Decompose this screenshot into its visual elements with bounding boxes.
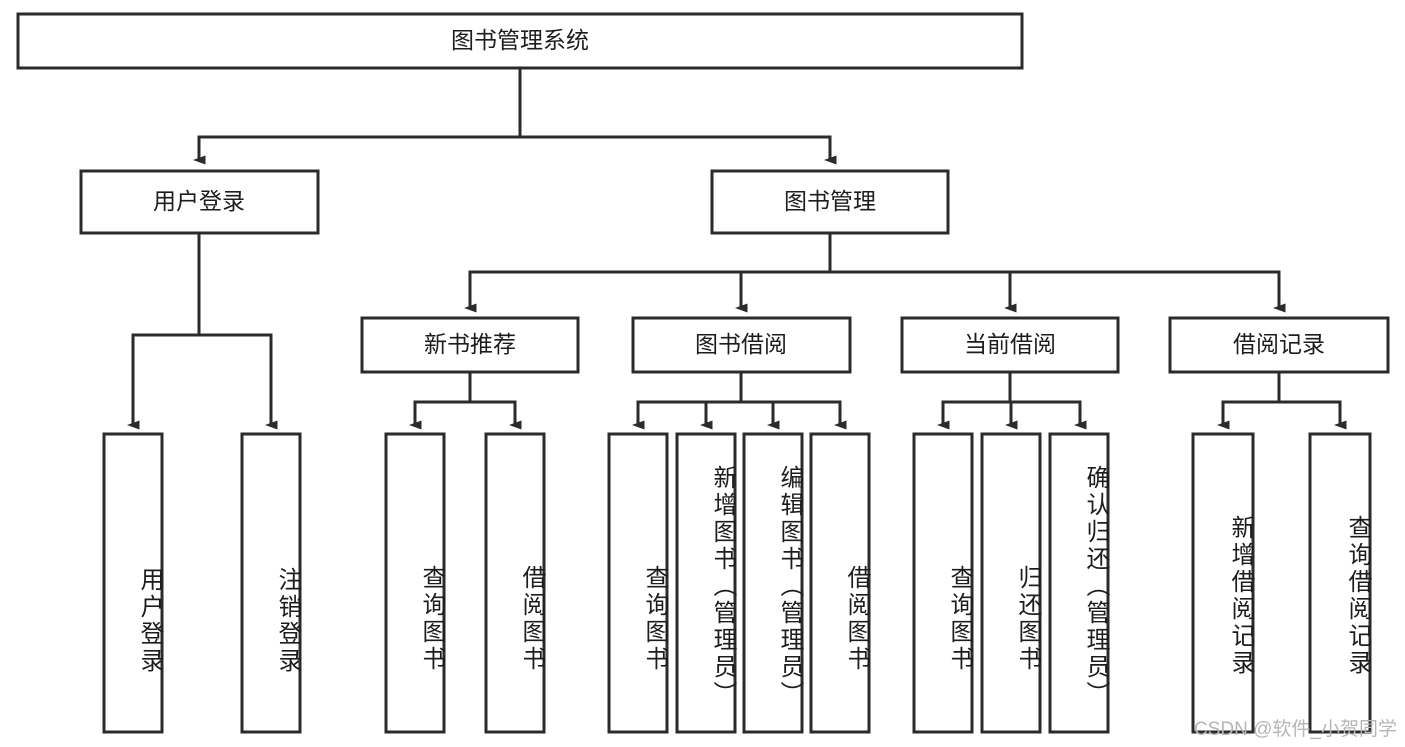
node-box-leaf-query-book-3[interactable] — [912, 432, 974, 734]
node-box-leaf-borrow-book-2[interactable] — [809, 432, 871, 734]
node-box-current-borrow[interactable] — [900, 316, 1120, 374]
node-box-leaf-query-record[interactable] — [1308, 432, 1372, 734]
node-label-root: 图书管理系统 — [451, 27, 589, 53]
connector-layer — [127, 66, 1347, 430]
node-label-new-book-recommend: 新书推荐 — [424, 331, 516, 357]
watermark-text: CSDN @软件_小贺同学 — [1194, 719, 1397, 740]
node-box-leaf-add-book[interactable] — [675, 432, 737, 734]
node-box-root[interactable] — [16, 12, 1024, 70]
node-box-leaf-borrow-book-1[interactable] — [484, 432, 546, 734]
node-box-user-login[interactable] — [79, 169, 320, 235]
node-box-leaf-query-book-1[interactable] — [384, 432, 446, 734]
node-label-user-login: 用户登录 — [153, 188, 245, 214]
node-label-current-borrow: 当前借阅 — [964, 331, 1056, 357]
node-box-new-book-recommend[interactable] — [360, 316, 580, 374]
node-box-leaf-user-logout[interactable] — [240, 432, 302, 734]
node-label-book-borrow: 图书借阅 — [695, 331, 787, 357]
node-box-borrow-record[interactable] — [1168, 316, 1390, 374]
node-box-book-manage[interactable] — [710, 169, 950, 235]
node-layer: 图书管理系统 用户登录 图书管理 新书推荐 图书借阅 当前借阅 借阅记录 — [16, 12, 1390, 734]
node-box-book-borrow[interactable] — [631, 316, 852, 374]
node-label-book-manage: 图书管理 — [784, 188, 876, 214]
node-box-leaf-query-book-2[interactable] — [607, 432, 669, 734]
node-box-leaf-user-login[interactable] — [102, 432, 164, 734]
node-box-leaf-edit-book[interactable] — [742, 432, 804, 734]
node-box-leaf-add-record[interactable] — [1191, 432, 1255, 734]
node-box-leaf-return-book[interactable] — [980, 432, 1042, 734]
node-label-borrow-record: 借阅记录 — [1233, 331, 1325, 357]
node-box-leaf-confirm-return[interactable] — [1048, 432, 1110, 734]
